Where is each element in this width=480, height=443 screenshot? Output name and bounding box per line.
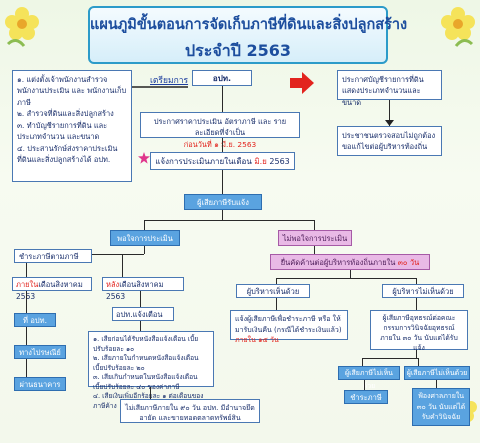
agree-box: พอใจการประเมิน <box>110 230 180 246</box>
appeal-box: ผู้เสียภาษีอุทธรณ์ต่อคณะกรรมการวินิจฉัยอ… <box>370 310 468 352</box>
prep-item: ๒. สำรวจที่ดินและสิ่งปลูกสร้าง <box>17 109 114 119</box>
after-aug-box: หลังเดือนสิงหาคม 2563 <box>102 277 184 301</box>
post-box: ทางไปรษณีย์ <box>14 345 66 359</box>
prep-list: ๑. แต่งตั้งเจ้าพนักงานสำรวจ พนักงานประเม… <box>12 70 132 182</box>
notify-month: มิ.ย <box>254 157 267 166</box>
star-icon <box>138 152 150 164</box>
tp-disagree-box: ผู้เสียภาษีไม่เห็นด้วย <box>338 366 400 390</box>
title-line1: แผนภูมิขั้นตอนการจัดเก็บภาษีที่ดินและสิ่… <box>90 17 408 33</box>
penalty-item: ๑. เสียก่อนได้รับหนังสือแจ้งเตือน เบี้ยป… <box>93 335 199 353</box>
arrow-icon <box>385 120 394 126</box>
check-box: ประชาชนตรวจสอบไม่ถูกต้อง ขอแก้ไขต่อผู้บร… <box>337 126 442 156</box>
notify-text: แจ้งการประเมินภายในเดือน <box>155 157 252 166</box>
disagree-box: ไม่พอใจการประเมิน <box>278 230 352 246</box>
opt-box: อปท. <box>192 70 252 86</box>
pay-at-opt-box: ที่ อปท. <box>14 313 56 327</box>
notify-box: แจ้งการประเมินภายในเดือน มิ.ย 2563 <box>150 152 295 170</box>
pay-label-box: ชำระภาษีตามภาษี <box>14 249 92 263</box>
objection-box: ยื่นคัดค้านต่อผู้บริหารท้องถิ่นภายใน ๓๐ … <box>270 254 430 270</box>
pay-tax2-box: ชำระภาษี <box>344 390 388 404</box>
rate-line1: ประกาศราคาประเมิน อัตราภาษี และ รายละเอี… <box>153 117 287 138</box>
final-box: ไม่เสียภาษีภายใน ๙๐ วัน อปท. มีอำนาจยึดอ… <box>120 399 260 423</box>
penalty-list: ๑. เสียก่อนได้รับหนังสือแจ้งเตือน เบี้ยป… <box>88 331 214 410</box>
prep-label: เตรียมการ <box>150 76 189 86</box>
flower-icon <box>5 7 39 47</box>
bank-box: ผ่านธนาคาร <box>14 377 66 391</box>
rate-box: ประกาศราคาประเมิน อัตราภาษี และ รายละเอี… <box>140 112 300 149</box>
notify-year: 2563 <box>269 157 290 166</box>
penalty-item: ๔. เสียเงินเพิ่มอีกร้อยละ ๑ ต่อเดือนของภ… <box>93 392 204 410</box>
prep-item: ๑. แต่งตั้งเจ้าพนักงานสำรวจ พนักงานประเม… <box>17 75 127 107</box>
prep-item: ๔. ประสานรักษ์ส่งราคาประเมินที่ดินและสิ่… <box>17 143 118 165</box>
prep-item: ๓. ทำบัญชีรายการที่ดิน และ ประเภทจำนวน แ… <box>17 120 108 142</box>
flower-icon <box>441 7 475 47</box>
penalty-item: ๒. เสียภายในกำหนดหนังสือแจ้งเตือน เบี้ยป… <box>93 354 199 372</box>
opt-notify-box: อปท.แจ้งเตือน <box>112 307 174 321</box>
rate-deadline: ก่อนวันที่ ๑ มี.ย. 2563 <box>183 139 257 149</box>
taxpayer-box: ผู้เสียภาษีรับแจ้ง <box>184 194 262 210</box>
admin-disagree-box: ผู้บริหารไม่เห็นด้วย <box>382 284 464 298</box>
court-box: ฟ้องศาลภายใน ๓๐ วัน นับแต่ได้รับคำวินิจฉ… <box>412 388 470 426</box>
penalty-item: ๓. เสียเกินกำหนดในหนังสือแจ้งเตือน เบี้ย… <box>93 373 198 391</box>
tp-agree-box: ผู้เสียภาษีไม่เห็นด้วย <box>404 366 470 380</box>
admin-agree-box: ผู้บริหารเห็นด้วย <box>236 284 310 298</box>
refund-box: แจ้งผู้เสียภาษีเพื่อชำระภาษี หรือ ให้มาร… <box>230 310 348 344</box>
announce-box: ประกาศบัญชีรายการที่ดิน แสดงประเภทจำนวนแ… <box>337 70 442 107</box>
page-title: แผนภูมิขั้นตอนการจัดเก็บภาษีที่ดินและสิ่… <box>88 6 408 64</box>
title-line2: ประจำปี 2563 <box>185 41 291 60</box>
arrow-icon <box>290 72 314 94</box>
within-aug-box: ภายในเดือนสิงหาคม 2563 <box>12 277 92 301</box>
